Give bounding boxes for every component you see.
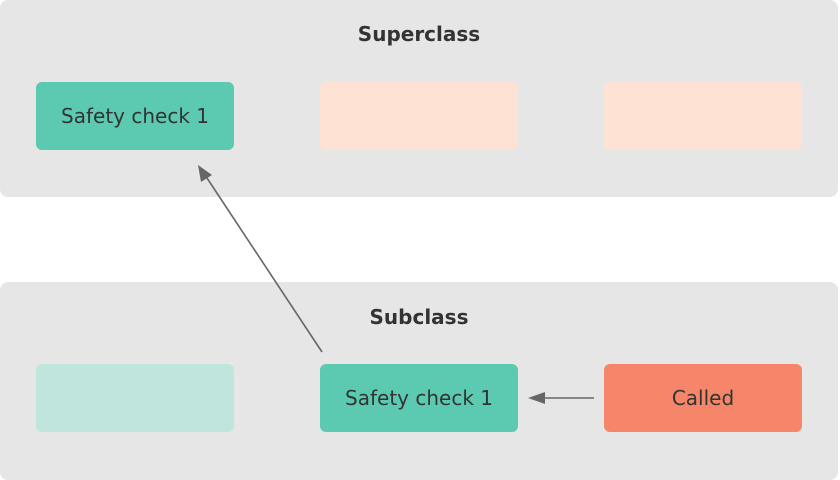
superclass-empty-box-3: [604, 82, 802, 150]
subclass-title: Subclass: [369, 305, 469, 329]
subclass-called-box: Called: [604, 364, 802, 432]
subclass-safety-check-box: Safety check 1: [320, 364, 518, 432]
superclass-safety-check-label: Safety check 1: [61, 104, 209, 128]
superclass-safety-check-box: Safety check 1: [36, 82, 234, 150]
subclass-safety-check-label: Safety check 1: [345, 386, 493, 410]
superclass-empty-box-2: [320, 82, 518, 150]
subclass-called-label: Called: [671, 386, 735, 410]
superclass-title: Superclass: [357, 22, 481, 46]
subclass-empty-box-1: [36, 364, 234, 432]
